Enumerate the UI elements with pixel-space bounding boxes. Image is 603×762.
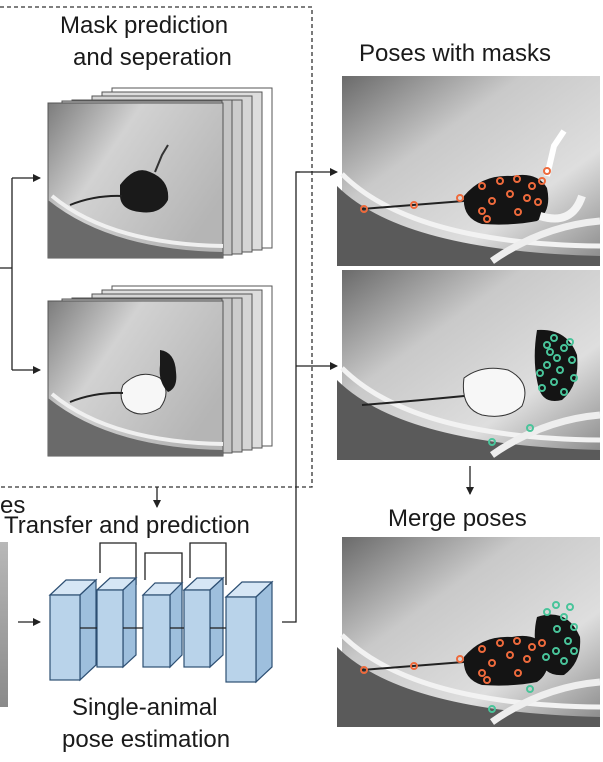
pose-panel-merged (337, 537, 600, 727)
pose-panel-orange (337, 76, 600, 266)
mask-title-line2: and seperation (73, 44, 232, 71)
poses-with-masks-title: Poses with masks (359, 40, 552, 67)
single-animal-line1: Single-animal (72, 694, 218, 721)
dashed-region-box (0, 6, 313, 488)
frame-stack-bottom (47, 285, 273, 457)
transfer-prediction-title: Transfer and prediction (4, 512, 250, 539)
mask-title-line1: Mask prediction (60, 12, 229, 39)
input-image-strip (0, 542, 8, 707)
network-output-connector (282, 171, 300, 623)
merge-poses-title: Merge poses (388, 505, 527, 532)
frame-stack-top (47, 87, 273, 259)
network-diagram (48, 542, 274, 684)
single-animal-line2: pose estimation (62, 726, 231, 753)
split-connector (0, 178, 13, 370)
pose-panel-green (337, 270, 600, 460)
cut-left-label: es (0, 492, 26, 519)
